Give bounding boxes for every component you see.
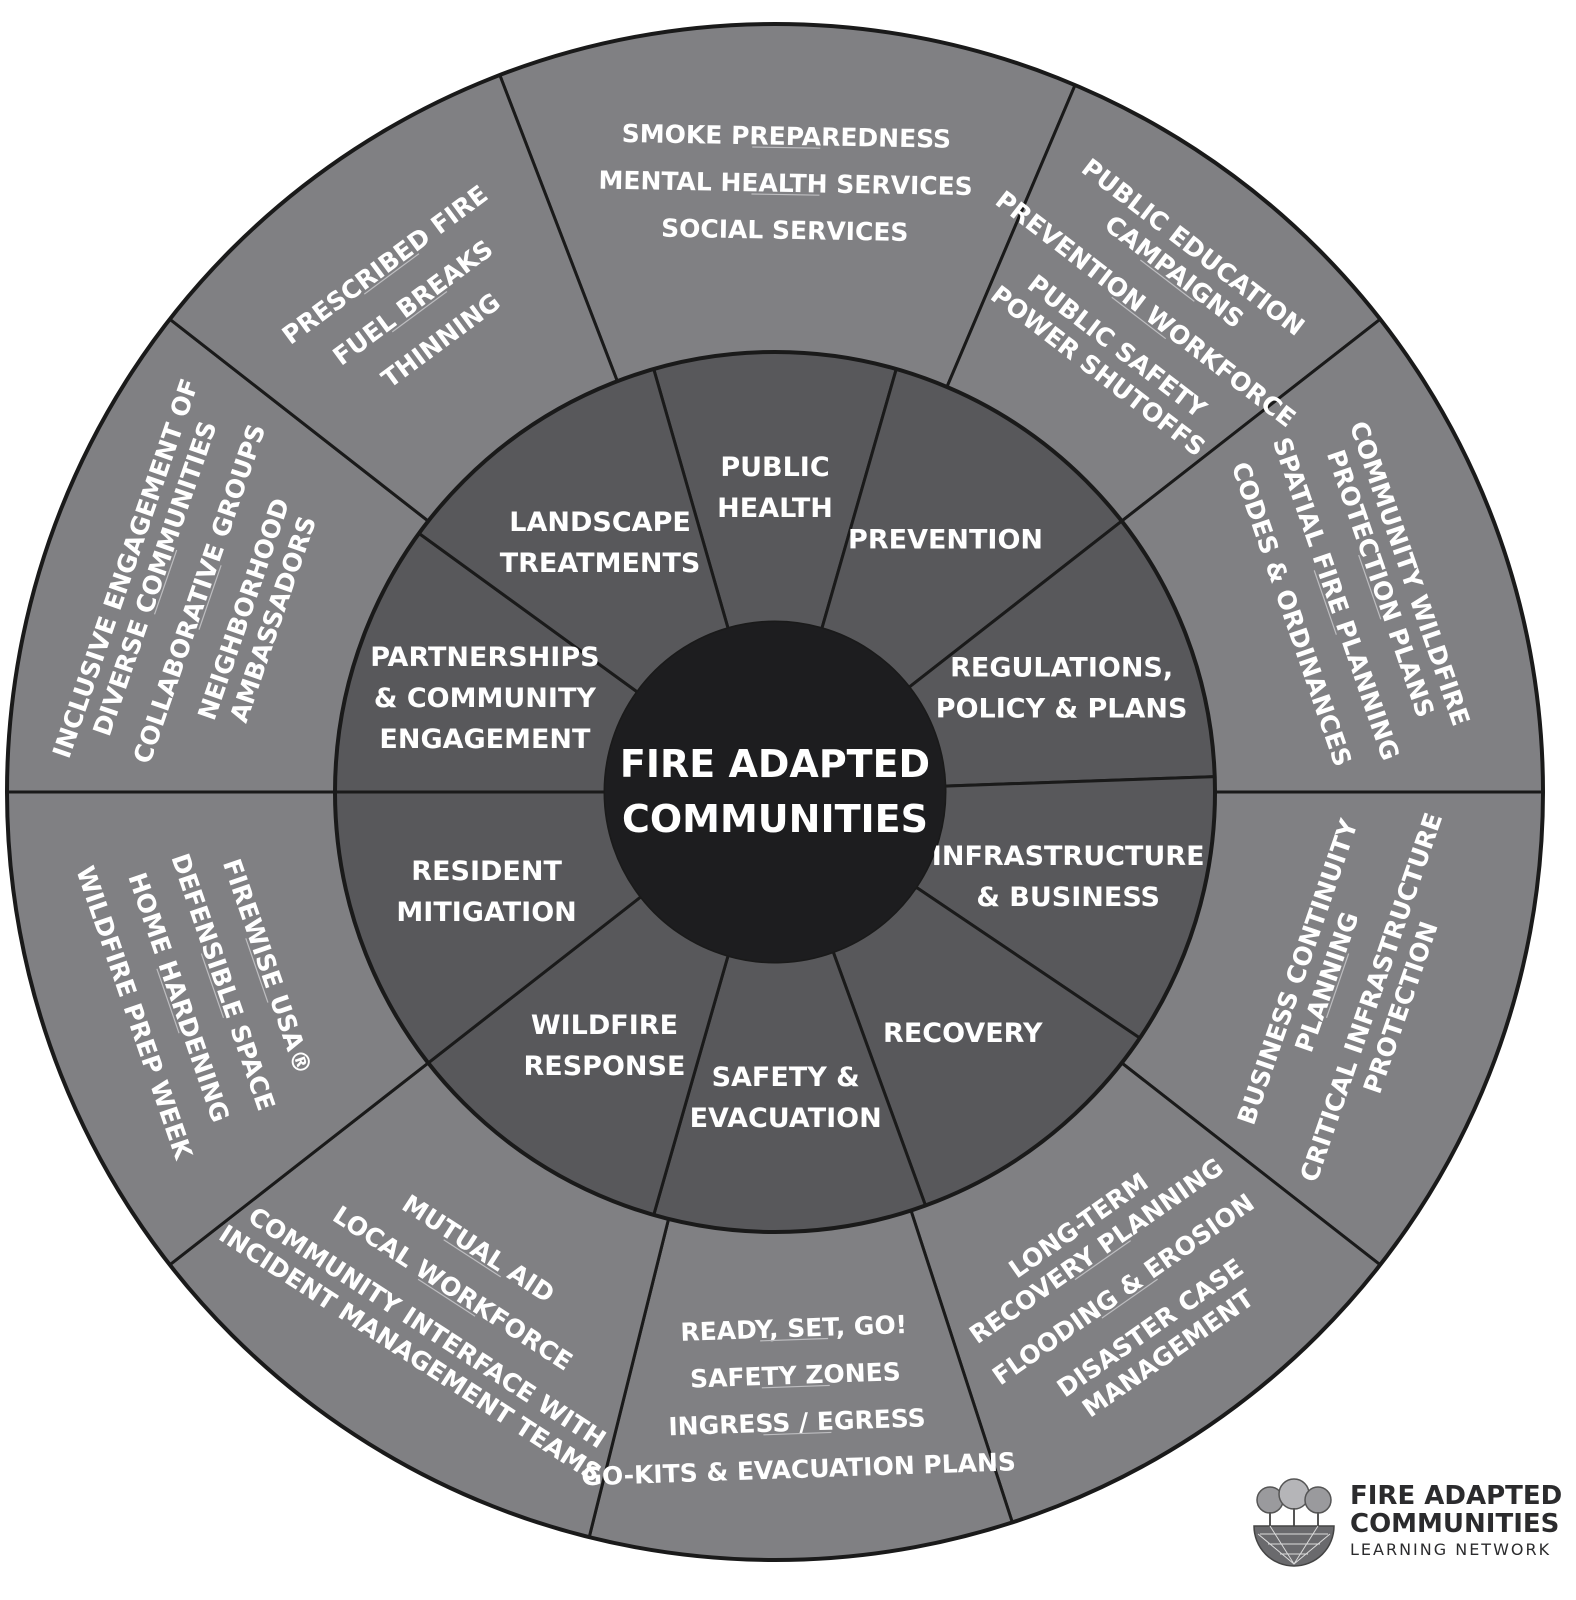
item-separator [200, 953, 225, 1019]
item-separator [1313, 570, 1337, 635]
item-separator [391, 290, 448, 333]
center-title-line2: COMMUNITIES [622, 797, 928, 841]
outer-item-public-health: SOCIAL SERVICES [661, 214, 909, 247]
logo-title-line2: COMMUNITIES [1350, 1509, 1560, 1539]
outer-ring-border [5, 22, 1545, 1562]
category-label-wildfire-response: RESPONSE [523, 1051, 685, 1082]
category-label-public-health: PUBLIC [720, 452, 829, 483]
category-label-regulations: POLICY & PLANS [936, 694, 1188, 725]
item-separator [417, 1278, 476, 1317]
category-label-prevention: PREVENTION [848, 525, 1043, 556]
category-label-landscape: LANDSCAPE [509, 507, 691, 538]
item-separator [751, 193, 820, 196]
center-hub: FIRE ADAPTED COMMUNITIES [605, 622, 945, 962]
category-label-safety-evacuation: EVACUATION [690, 1103, 882, 1134]
category-label-safety-evacuation: SAFETY & [712, 1062, 860, 1093]
item-separator [760, 1337, 829, 1342]
tree-network-logo-icon [1253, 1478, 1335, 1567]
category-label-public-health: HEALTH [717, 493, 833, 524]
category-label-resident-mitigation: RESIDENT [411, 856, 562, 887]
item-separator [1325, 953, 1350, 1019]
item-separator [153, 549, 178, 615]
category-label-resident-mitigation: MITIGATION [396, 897, 576, 928]
category-label-infrastructure: INFRASTRUCTURE [932, 841, 1205, 872]
item-separator [198, 565, 222, 630]
item-separator [1111, 296, 1167, 340]
category-label-landscape: TREATMENTS [500, 548, 701, 579]
item-separator [1358, 554, 1382, 620]
category-label-regulations: REGULATIONS, [950, 653, 1173, 684]
fac-logo: FIRE ADAPTED COMMUNITIES LEARNING NETWOR… [1250, 1478, 1576, 1578]
item-separator [763, 1431, 832, 1436]
category-label-infrastructure: & BUSINESS [976, 882, 1160, 913]
category-label-recovery: RECOVERY [883, 1018, 1043, 1049]
item-separator [761, 1384, 830, 1389]
item-separator [752, 146, 821, 149]
logo-title-line1: FIRE ADAPTED [1350, 1481, 1563, 1511]
category-label-partnerships: ENGAGEMENT [379, 724, 591, 755]
item-separator [443, 1239, 502, 1278]
center-circle [605, 622, 945, 962]
item-separator [245, 938, 269, 1003]
item-separator [363, 253, 420, 295]
outer-item-public-health: SMOKE PREPAREDNESS [622, 119, 952, 154]
item-separator [156, 968, 180, 1034]
logo-subtitle: LEARNING NETWORK [1350, 1540, 1552, 1559]
middle-ring-labels: PUBLIC HEALTH PREVENTION REGULATIONS, POLICY… [370, 452, 1204, 1134]
middle-ring-border [333, 350, 1217, 1234]
category-label-wildfire-response: WILDFIRE [531, 1010, 678, 1041]
category-label-partnerships: PARTNERSHIPS [370, 642, 599, 673]
category-label-partnerships: & COMMUNITY [374, 683, 596, 714]
item-separator [1140, 259, 1195, 302]
center-title-line1: FIRE ADAPTED [620, 742, 930, 786]
outer-ring [5, 22, 1545, 1562]
item-separator [1101, 1278, 1158, 1319]
logo-title: FIRE ADAPTED COMMUNITIES [1350, 1482, 1562, 1538]
item-separator [1074, 1240, 1131, 1281]
middle-ring [333, 350, 1217, 1234]
